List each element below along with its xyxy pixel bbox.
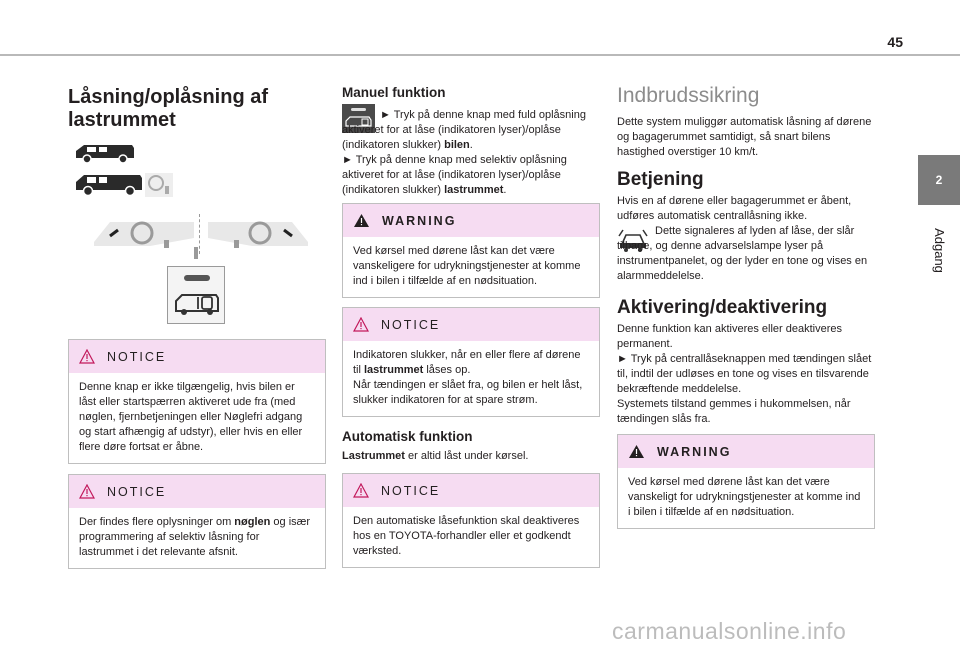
warning-label: WARNING: [657, 444, 732, 459]
text-part: Indikatoren slukker, når en eller flere …: [353, 349, 581, 376]
manual-paragraph-2: ► Tryk på denne knap med selektiv oplåsn…: [342, 153, 600, 198]
intro-paragraph: Dette system muliggør automatisk låsning…: [617, 116, 872, 158]
activation-paragraph-3: Systemets tilstand gemmes i hukommelsen,…: [617, 398, 851, 425]
text-part: Når tændingen er slået fra, og bilen er …: [353, 379, 583, 406]
text-part: ► Tryk på denne knap med selektiv oplåsn…: [342, 154, 567, 196]
manual-paragraph-1: ► Tryk på denne knap med fuld oplåsning …: [342, 108, 600, 153]
watermark: carmanualsonline.info: [612, 618, 847, 644]
text-bold: Lastrummet: [342, 450, 405, 462]
warning-text: Ved kørsel med dørene låst kan det være …: [353, 245, 581, 287]
notice-header: NOTICE: [343, 308, 599, 341]
warning-text: Ved kørsel med dørene låst kan det være …: [628, 476, 861, 518]
page-number: 45: [887, 34, 903, 50]
operation-paragraph-2: Dette signaleres af lyden af låse, der s…: [617, 225, 868, 282]
section-title-line1: Låsning/oplåsning af: [68, 86, 269, 108]
cargo-lock-button-icon: [342, 104, 375, 133]
notice-text-bold: nøglen: [234, 516, 271, 528]
notice-box: NOTICE Indikatoren slukker, når en eller…: [342, 307, 600, 417]
auto-paragraph: Lastrummet er altid låst under kørsel.: [342, 449, 600, 464]
notice-box-2: NOTICE Den automatiske låsefunktion skal…: [342, 473, 600, 568]
manual-heading: Manuel funktion: [342, 85, 446, 100]
warning-header: WARNING: [618, 435, 874, 468]
warning-triangle-icon: [354, 214, 369, 227]
steering-lock-icon: [145, 173, 173, 197]
notice-label: NOTICE: [107, 484, 167, 499]
dashboard-lhd-icon: [94, 221, 194, 248]
auto-heading: Automatisk funktion: [342, 429, 473, 444]
chapter-label: Adgang: [919, 215, 959, 285]
notice-text: Indikatoren slukker, når en eller flere …: [343, 341, 599, 416]
van-long-icon: [76, 175, 142, 196]
notice-label: NOTICE: [381, 317, 441, 332]
divider-line: [199, 214, 200, 254]
subsection-heading: Aktivering/deaktivering: [617, 297, 828, 318]
text-part: er altid låst under kørsel.: [404, 450, 529, 462]
activation-paragraph-1: Denne funktion kan aktiveres eller deakt…: [617, 323, 843, 350]
warning-header: WARNING: [343, 204, 599, 237]
notice-text: Denne knap er ikke tilgængelig, hvis bil…: [79, 381, 303, 453]
notice-label: NOTICE: [107, 349, 167, 364]
notice-text-part: Der findes flere oplysninger om: [79, 516, 235, 528]
notice-header: NOTICE: [343, 474, 599, 507]
section-title-line2: lastrummet: [68, 109, 176, 131]
connector-icon: [194, 247, 198, 259]
text-bold: lastrummet: [444, 184, 504, 196]
notice-header: NOTICE: [69, 475, 325, 508]
warning-box: WARNING Ved kørsel med dørene låst kan d…: [617, 434, 875, 529]
header-rule: [0, 54, 960, 56]
notice-text-part: og især programmering af selektiv låsnin…: [79, 516, 311, 558]
operation-paragraph-1: Hvis en af dørene eller bagagerummet er …: [617, 195, 852, 222]
warning-triangle-icon: [629, 445, 644, 458]
text-bold: bilen: [444, 139, 470, 151]
open-door-warning-icon: [618, 229, 648, 252]
text-part: låses op.: [423, 364, 471, 376]
text-part: .: [503, 184, 507, 196]
van-short-icon: [76, 145, 134, 164]
cargo-lock-button-image: [167, 266, 225, 324]
cargo-lock-button-icon: [175, 275, 219, 315]
dashboard-rhd-icon: [208, 221, 308, 248]
section-heading: Indbrudssikring: [617, 84, 760, 107]
notice-label: NOTICE: [381, 483, 441, 498]
notice-box-1: NOTICE Denne knap er ikke tilgængelig, h…: [68, 339, 326, 464]
warning-triangle-icon: [353, 317, 369, 332]
notice-text: Den automatiske låsefunktion skal deakti…: [353, 515, 580, 557]
warning-label: WARNING: [382, 213, 457, 228]
activation-paragraph-2: ► Tryk på centrallåseknappen med tænding…: [617, 353, 872, 395]
notice-text: Der findes flere oplysninger om nøglen o…: [69, 508, 325, 568]
warning-triangle-icon: [79, 484, 95, 499]
warning-box: WARNING Ved kørsel med dørene låst kan d…: [342, 203, 600, 298]
chapter-label-text: Adgang: [931, 227, 947, 273]
notice-box-2: NOTICE Der findes flere oplysninger om n…: [68, 474, 326, 569]
section-title: Låsning/oplåsning af lastrummet: [68, 86, 326, 132]
text-part: .: [469, 139, 473, 151]
warning-triangle-icon: [353, 483, 369, 498]
chapter-tab[interactable]: 2: [918, 155, 960, 205]
text-part: ► Tryk på denne knap med fuld oplåsning …: [342, 109, 586, 151]
text-bold: lastrummet: [364, 364, 424, 376]
notice-header: NOTICE: [69, 340, 325, 373]
warning-triangle-icon: [79, 349, 95, 364]
subsection-heading: Betjening: [617, 169, 704, 190]
